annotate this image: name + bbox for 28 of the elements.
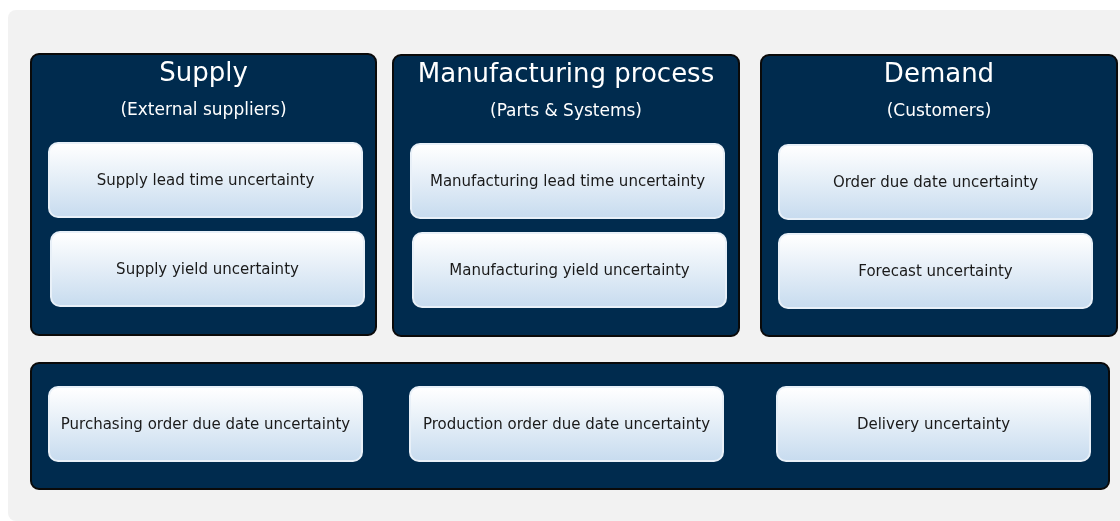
uncertainty-box [50, 231, 365, 307]
box-label: Delivery uncertainty [855, 415, 1012, 433]
group-subtitle: (Parts & Systems) [489, 100, 643, 120]
box-label: Order due date uncertainty [831, 173, 1040, 191]
group-panel [760, 54, 1118, 337]
box-label: Forecast uncertainty [857, 262, 1014, 280]
group-subtitle: (Customers) [885, 100, 993, 120]
box-label: Supply yield uncertainty [115, 260, 300, 278]
group-title: Supply [158, 57, 249, 87]
uncertainty-box [410, 143, 725, 219]
box-label: Supply lead time uncertainty [95, 171, 316, 189]
uncertainty-box [778, 144, 1093, 220]
group-title: Demand [882, 58, 996, 88]
uncertainty-box [409, 386, 724, 462]
uncertainty-box [48, 142, 363, 218]
box-label: Manufacturing lead time uncertainty [428, 172, 707, 190]
uncertainty-box [48, 386, 363, 462]
group-panel [30, 362, 1110, 490]
box-label: Purchasing order due date uncertainty [59, 415, 352, 433]
box-label: Manufacturing yield uncertainty [448, 261, 691, 279]
uncertainty-box [412, 232, 727, 308]
box-label: Production order due date uncertainty [421, 415, 712, 433]
uncertainty-box [778, 233, 1093, 309]
group-panel [392, 54, 740, 337]
group-title: Manufacturing process [416, 58, 716, 88]
uncertainty-box [776, 386, 1091, 462]
group-subtitle: (External suppliers) [119, 99, 288, 119]
group-panel [30, 53, 377, 336]
